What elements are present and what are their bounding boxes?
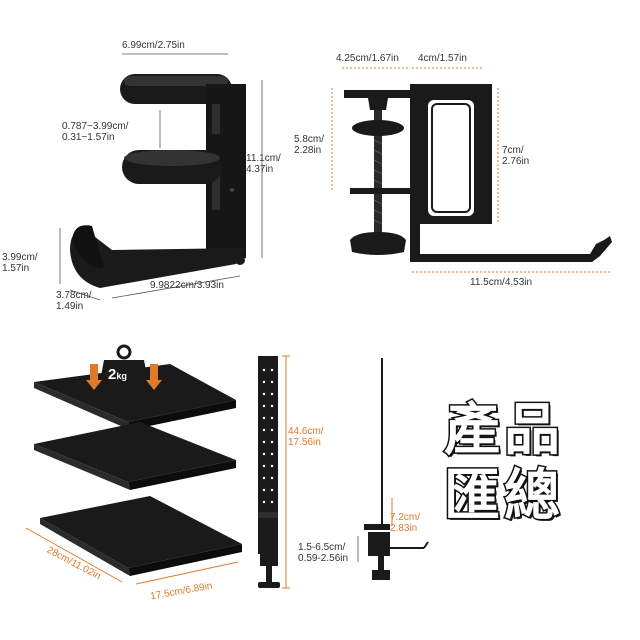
dim-hook-depth: 3.78cm/ 1.49in: [56, 290, 92, 312]
panel-pole: 44.6cm/ 17.56in: [250, 330, 350, 640]
headphone-hook-drawing: [59, 53, 263, 301]
title-line-2: 匯總: [443, 463, 564, 531]
dim-hook-length: 7.2cm/ 2.83in: [390, 512, 421, 534]
weight-unit: kg: [116, 371, 127, 381]
panel-headphone-hook: 6.99cm/2.75in 0.787~3.99cm/ 0.31~1.57in …: [0, 0, 320, 330]
dim-pole-height: 44.6cm/ 17.56in: [288, 426, 324, 448]
dim-total-height: 11.1cm/ 4.37in: [246, 153, 281, 175]
hook-side-drawing: [357, 358, 429, 580]
title-line-1: 產品: [443, 397, 564, 465]
dim-top-left: 4.25cm/1.67in: [336, 53, 399, 64]
dim-base-length: 9.9822cm/3.93in: [150, 280, 224, 291]
dim-arm-height: 7cm/ 2.76in: [502, 145, 530, 167]
trays-drawing: [25, 344, 242, 585]
pole-drawing: [258, 355, 290, 589]
dim-hook-height: 3.99cm/ 1.57in: [2, 252, 38, 274]
weight-value: 2: [108, 366, 117, 383]
down-arrow-icon: [86, 364, 162, 390]
weight-icon: [98, 344, 150, 392]
dim-clamp-height: 5.8cm/ 2.28in: [294, 134, 325, 156]
panel-trays: 2kg 28cm/11.02in 17.5cm/6.89in: [0, 330, 250, 640]
product-summary-title: 產品 匯總: [443, 397, 594, 531]
dim-clamp-gap: 0.787~3.99cm/ 0.31~1.57in: [62, 121, 129, 143]
dim-top-width: 6.99cm/2.75in: [122, 40, 185, 51]
dim-clamp-range: 1.5-6.5cm/ 0.59-2.56in: [298, 542, 349, 564]
side-profile-drawing: [331, 67, 612, 273]
dim-total-length: 11.5cm/4.53in: [470, 277, 533, 288]
panel-hook-side: 7.2cm/ 2.83in 1.5-6.5cm/ 0.59-2.56in: [298, 330, 440, 640]
weight-label: 2kg: [108, 366, 127, 383]
panel-side-profile: 4.25cm/1.67in 4cm/1.57in 5.8cm/ 2.28in 7…: [294, 0, 640, 330]
dim-top-right: 4cm/1.57in: [418, 53, 467, 64]
